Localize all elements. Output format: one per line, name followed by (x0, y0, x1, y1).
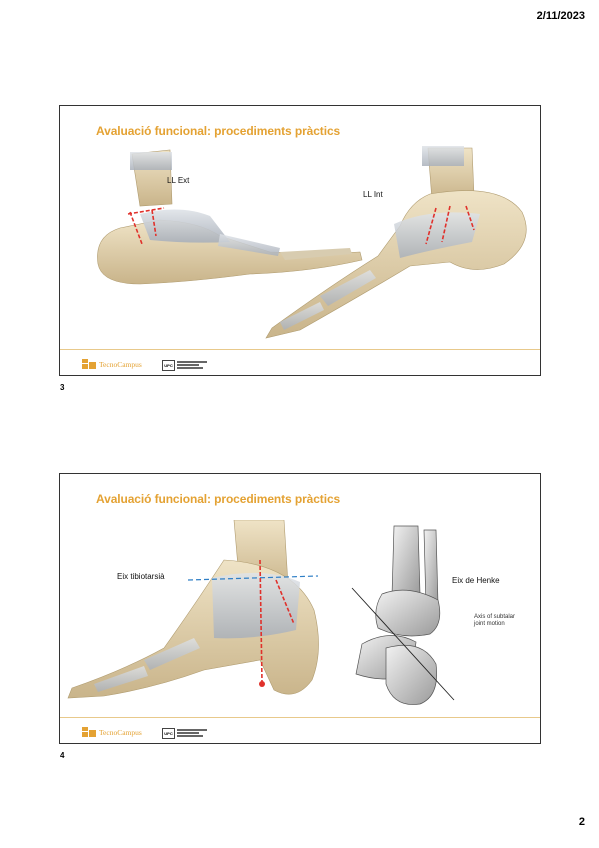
footer-rule (60, 349, 540, 350)
print-date: 2/11/2023 (536, 10, 585, 22)
foot-lateral-illustration (97, 149, 363, 285)
ligament-marker-medial (425, 205, 475, 245)
tecnocampus-logo-icon (82, 359, 96, 369)
malleolus-marker (259, 681, 265, 687)
label-ll-ext: LL Ext (167, 176, 190, 185)
slide-index-4: 4 (60, 751, 65, 760)
slide-4: Avaluació funcional: procediments pràcti… (59, 473, 541, 744)
logo-text: TecnoCampus (99, 727, 142, 737)
tibiotarsal-axis-line (187, 575, 319, 581)
ankle-posterior-illustration (351, 525, 455, 705)
label-ll-int: LL Int (363, 190, 383, 199)
label-eix-henke: Eix de Henke (452, 576, 500, 585)
logo-text: TecnoCampus (99, 359, 142, 369)
subtalar-axis-line (351, 587, 455, 701)
partner-logo: UPC (162, 350, 222, 375)
partner-logo: UPC (162, 718, 222, 743)
tecnocampus-logo: TecnoCampus (82, 359, 142, 369)
upc-logo-icon: UPC (162, 728, 175, 739)
label-eix-tibiotarsia: Eix tibiotarsià (117, 572, 165, 581)
tecnocampus-logo: TecnoCampus (82, 727, 142, 737)
slide-title: Avaluació funcional: procediments pràcti… (96, 492, 341, 506)
tecnocampus-logo-icon (82, 727, 96, 737)
ligament-marker-tibiotarsal (259, 559, 295, 683)
slide-index-3: 3 (60, 383, 65, 392)
foot-tibiotarsal-illustration (67, 520, 319, 699)
slide-title: Avaluació funcional: procediments pràcti… (96, 124, 341, 138)
upc-logo-icon: UPC (162, 360, 175, 371)
foot-medial-illustration (265, 146, 527, 339)
footer-rule (60, 717, 540, 718)
label-subtalar-axis: Axis of subtalar joint motion (474, 614, 516, 627)
slide-3: Avaluació funcional: procediments pràcti… (59, 105, 541, 376)
ligament-marker-lateral (127, 207, 165, 245)
page-number: 2 (578, 816, 585, 828)
